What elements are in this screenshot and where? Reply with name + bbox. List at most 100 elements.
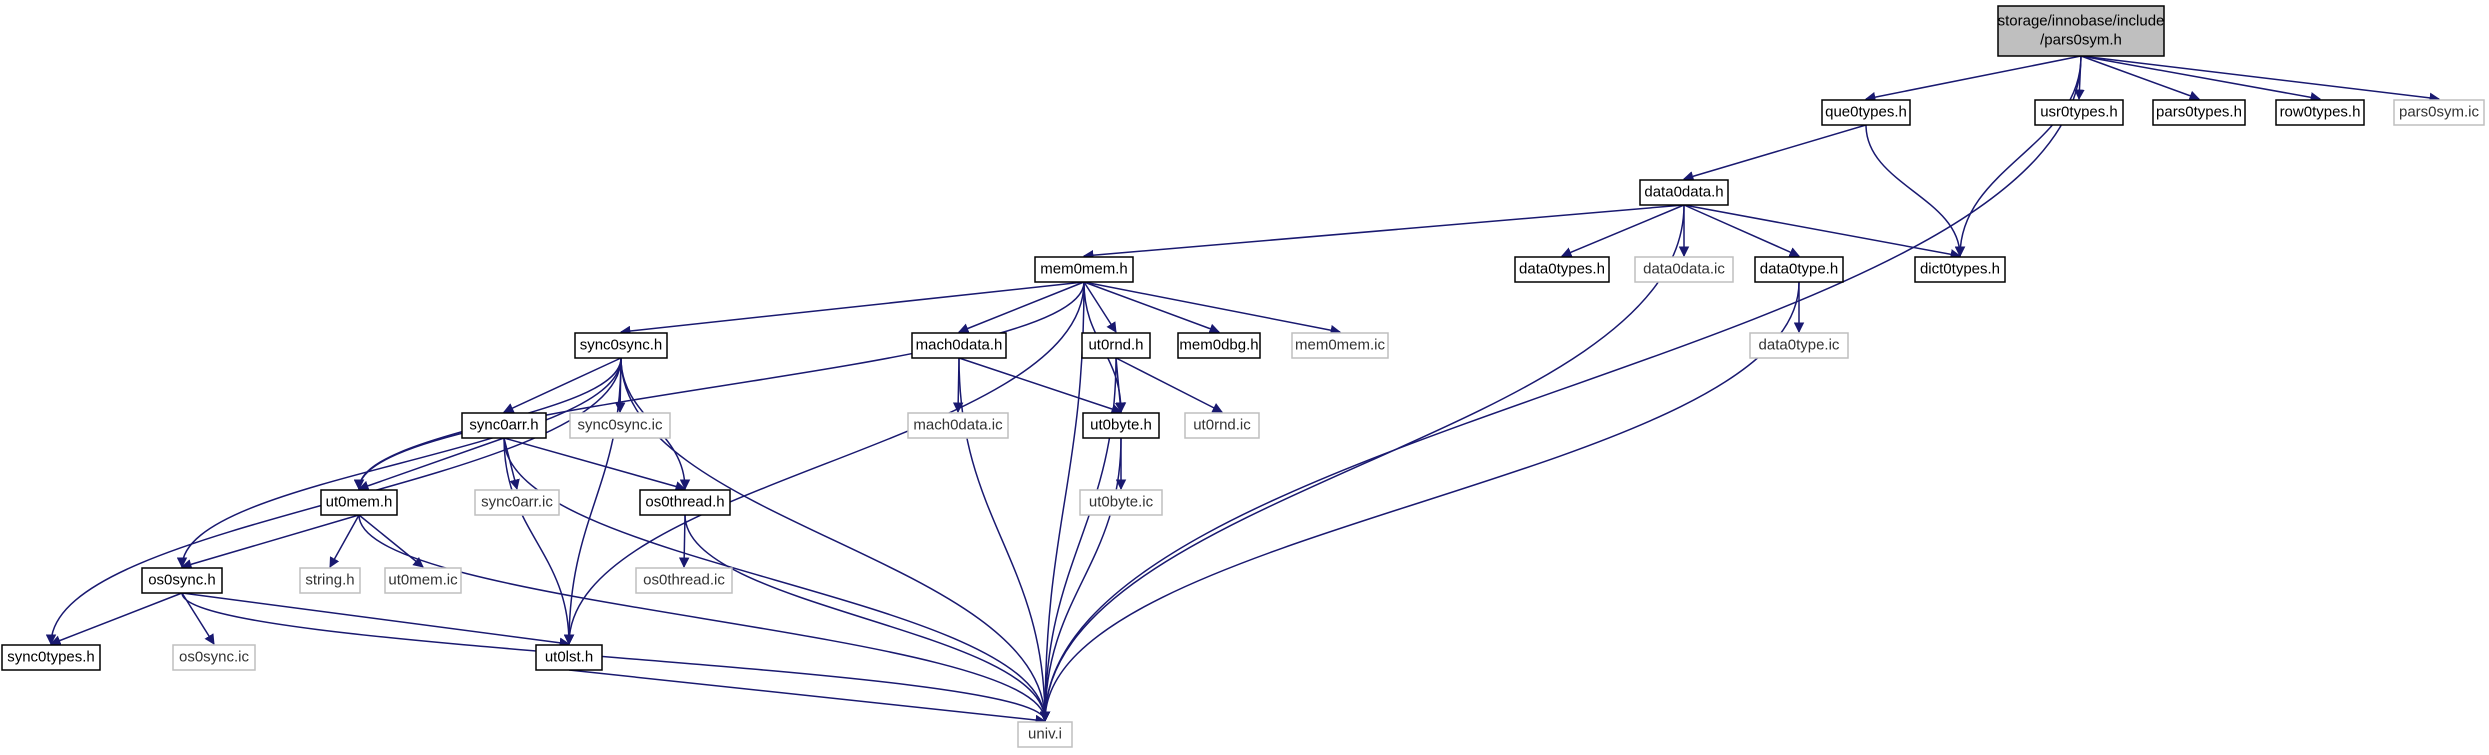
node-data0data-ic[interactable]: data0data.ic (1634, 256, 1734, 283)
node-dict0types[interactable]: dict0types.h (1914, 256, 2006, 283)
edge-ut0mem-to-os0sync (180, 514, 360, 570)
node-ut0rnd-ic[interactable]: ut0rnd.ic (1184, 412, 1260, 439)
node-os0sync-ic[interactable]: os0sync.ic (172, 644, 256, 671)
node-mach0data-ic[interactable]: mach0data.ic (907, 412, 1009, 439)
node-os0thread-ic[interactable]: os0thread.ic (635, 567, 733, 594)
node-data0data[interactable]: data0data.h (1639, 179, 1729, 206)
node-pars0sym-ic[interactable]: pars0sym.ic (2393, 99, 2485, 126)
node-univ-i[interactable]: univ.i (1017, 721, 1073, 748)
node-pars0types[interactable]: pars0types.h (2152, 99, 2246, 126)
node-box (1514, 256, 1610, 283)
node-label: sync0arr.ic (481, 494, 553, 511)
node-box (2393, 99, 2485, 126)
edge-data0type-to-univ-i (1039, 281, 1800, 723)
node-box (574, 332, 668, 359)
node-string-h[interactable]: string.h (299, 567, 361, 594)
edge-mach0data-to-ut0byte (958, 357, 1122, 414)
node-mem0dbg[interactable]: mem0dbg.h (1177, 332, 1261, 359)
edge-os0thread-to-os0thread-ic (678, 514, 690, 569)
node-ut0lst[interactable]: ut0lst.h (535, 644, 603, 671)
node-os0thread[interactable]: os0thread.h (639, 489, 731, 516)
edge-ut0lst-to-univ-i (568, 669, 1047, 726)
node-box (907, 412, 1009, 439)
edge-root-to-pars0types (2080, 55, 2200, 101)
node-sync0sync[interactable]: sync0sync.h (574, 332, 668, 359)
node-data0type-ic[interactable]: data0type.ic (1749, 332, 1849, 359)
node-ut0rnd[interactable]: ut0rnd.h (1081, 332, 1151, 359)
node-label: data0type.ic (1759, 337, 1840, 354)
node-ut0mem-ic[interactable]: ut0mem.ic (384, 567, 462, 594)
node-label: ut0byte.h (1090, 417, 1152, 434)
edge-root-to-dict0types (1954, 55, 2082, 258)
node-box (1997, 5, 2165, 57)
node-box (1634, 256, 1734, 283)
node-sync0types[interactable]: sync0types.h (1, 644, 101, 671)
edge-ut0rnd-to-ut0rnd-ic (1115, 357, 1223, 413)
node-data0type[interactable]: data0type.h (1754, 256, 1844, 283)
nodes-layer: storage/innobase/include/pars0sym.h que0t… (1, 5, 2485, 748)
node-box (1177, 332, 1261, 359)
node-label: os0sync.ic (179, 649, 250, 666)
edge-sync0arr-to-ut0mem (358, 437, 505, 491)
edge-os0sync-to-ut0lst (181, 592, 571, 648)
node-box (1081, 332, 1151, 359)
edge-ut0byte-to-univ-i (1039, 437, 1122, 723)
node-label: sync0sync.ic (577, 417, 663, 434)
node-label: que0types.h (1825, 104, 1907, 121)
node-box (569, 412, 671, 439)
node-box (384, 567, 462, 594)
edge-sync0arr-to-sync0arr-ic (503, 437, 520, 491)
node-box (1291, 332, 1389, 359)
node-label: data0data.h (1644, 184, 1723, 201)
node-label: ut0mem.h (326, 494, 393, 511)
node-box (535, 644, 603, 671)
edge-ut0mem-to-ut0mem-ic (358, 514, 424, 568)
edge-sync0sync-to-os0sync (176, 357, 622, 569)
node-row0types[interactable]: row0types.h (2275, 99, 2365, 126)
node-sync0arr-ic[interactable]: sync0arr.ic (474, 489, 560, 516)
edge-mem0mem-to-ut0lst (563, 281, 1085, 646)
node-box (1754, 256, 1844, 283)
node-box (2034, 99, 2124, 126)
node-label: univ.i (1028, 726, 1062, 743)
node-root: storage/innobase/include/pars0sym.h (1997, 5, 2165, 57)
node-mach0data[interactable]: mach0data.h (911, 332, 1007, 359)
node-sync0arr[interactable]: sync0arr.h (461, 412, 547, 439)
node-label: storage/innobase/include (1998, 13, 2165, 30)
edge-data0data-to-dict0types (1683, 204, 1962, 260)
node-label: pars0sym.ic (2399, 104, 2480, 121)
node-box (1034, 256, 1134, 283)
node-box (635, 567, 733, 594)
node-box (320, 489, 398, 516)
node-ut0byte-ic[interactable]: ut0byte.ic (1079, 489, 1163, 516)
edge-sync0arr-to-os0thread (503, 437, 687, 492)
edge-data0data-to-data0types (1561, 204, 1685, 258)
node-ut0mem[interactable]: ut0mem.h (320, 489, 398, 516)
node-ut0byte[interactable]: ut0byte.h (1082, 412, 1160, 439)
edge-mem0mem-to-ut0rnd (1083, 281, 1117, 333)
edge-sync0sync-to-sync0arr (503, 357, 622, 413)
node-que0types[interactable]: que0types.h (1821, 99, 1911, 126)
node-mem0mem-ic[interactable]: mem0mem.ic (1291, 332, 1389, 359)
node-data0types[interactable]: data0types.h (1514, 256, 1610, 283)
node-os0sync[interactable]: os0sync.h (141, 567, 223, 594)
node-box (141, 567, 223, 594)
edge-data0data-to-univ-i (1039, 204, 1685, 723)
node-mem0mem[interactable]: mem0mem.h (1034, 256, 1134, 283)
node-box (2275, 99, 2365, 126)
node-sync0sync-ic[interactable]: sync0sync.ic (569, 412, 671, 439)
node-label: pars0types.h (2156, 104, 2242, 121)
edge-ut0mem-to-univ-i (358, 514, 1051, 723)
node-label: ut0rnd.ic (1193, 417, 1251, 434)
edge-sync0arr-to-ut0lst (503, 437, 575, 646)
edge-mem0mem-to-ut0mem (353, 281, 1085, 491)
node-box (1, 644, 101, 671)
node-label: data0data.ic (1643, 261, 1725, 278)
node-label: ut0mem.ic (388, 572, 458, 589)
node-label: mem0dbg.h (1179, 337, 1258, 354)
node-usr0types[interactable]: usr0types.h (2034, 99, 2124, 126)
node-label: ut0lst.h (545, 649, 593, 666)
node-box (1821, 99, 1911, 126)
node-box (1184, 412, 1260, 439)
node-box (1017, 721, 1073, 748)
